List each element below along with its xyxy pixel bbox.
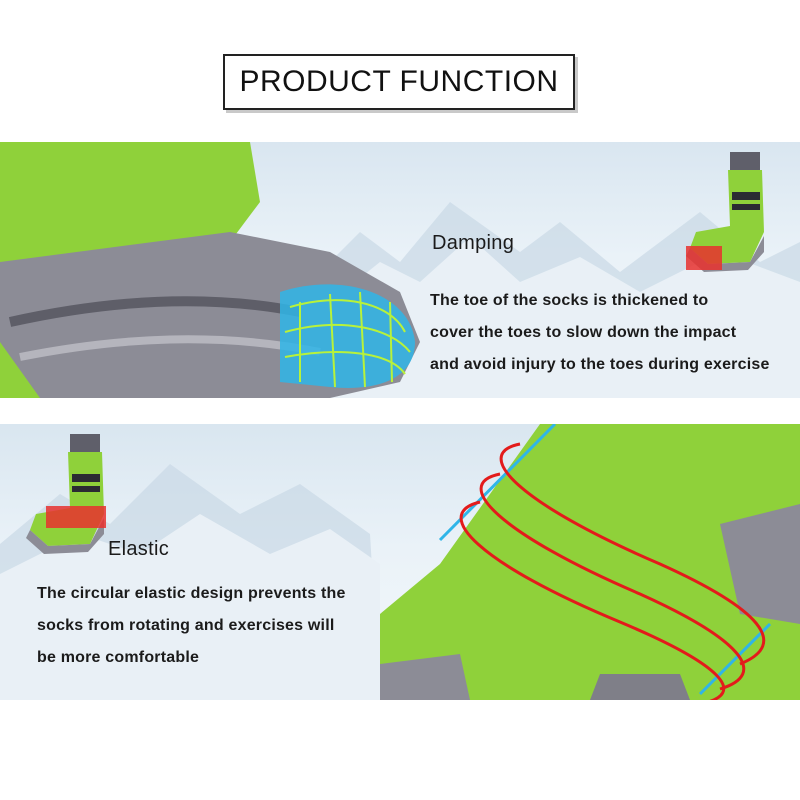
damping-panel: Damping The toe of the socks is thickene… (0, 142, 800, 398)
damping-description: The toe of the socks is thickened to cov… (430, 285, 770, 381)
elastic-panel: Elastic The circular elastic design prev… (0, 424, 800, 700)
damping-heading: Damping (432, 232, 515, 254)
elastic-line: be more comfortable (37, 649, 200, 666)
damping-line: The toe of the socks is thickened to (430, 292, 709, 309)
elastic-description: The circular elastic design prevents the… (37, 578, 346, 674)
elastic-line: socks from rotating and exercises will (37, 617, 335, 634)
elastic-heading: Elastic (108, 538, 170, 560)
elastic-illustration (0, 424, 800, 700)
damping-line: and avoid injury to the toes during exer… (430, 356, 770, 373)
damping-illustration (0, 142, 800, 398)
page-title: PRODUCT FUNCTION (223, 54, 575, 110)
elastic-line: The circular elastic design prevents the (37, 585, 346, 602)
damping-line: cover the toes to slow down the impact (430, 324, 737, 341)
